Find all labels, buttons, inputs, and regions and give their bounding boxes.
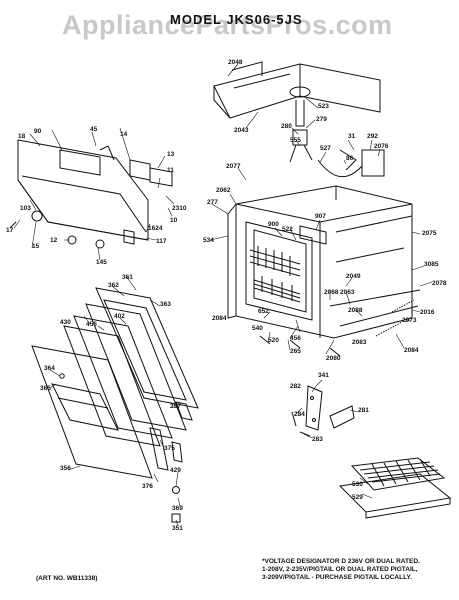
label-45: 45 [90, 126, 98, 133]
label-375: 375 [164, 445, 175, 452]
label-2073: 2073 [402, 317, 417, 324]
label-2068: 2068 [324, 289, 339, 296]
control-panel [9, 139, 173, 249]
label-117: 117 [156, 238, 167, 245]
label-2088: 2088 [348, 307, 363, 314]
label-527: 527 [320, 145, 331, 152]
oven-body [227, 185, 421, 357]
label-456: 456 [86, 321, 97, 328]
label-279: 279 [316, 116, 327, 123]
label-281: 281 [358, 407, 369, 414]
label-351: 351 [172, 525, 183, 532]
label-523: 523 [318, 103, 329, 110]
label-356: 356 [60, 465, 71, 472]
label-2083: 2083 [352, 339, 367, 346]
label-31: 31 [348, 133, 356, 140]
label-376: 376 [142, 483, 153, 490]
label-2078: 2078 [432, 280, 447, 287]
label-2076: 2076 [374, 143, 389, 150]
label-2080: 2080 [326, 355, 341, 362]
label-2063: 2063 [340, 289, 355, 296]
label-10: 10 [170, 217, 178, 224]
label-15: 15 [32, 243, 40, 250]
label-363: 363 [160, 301, 171, 308]
label-652: 652 [258, 308, 269, 315]
label-14: 14 [120, 131, 128, 138]
label-907: 907 [315, 213, 326, 220]
label-17: 17 [6, 227, 14, 234]
label-2048: 2048 [228, 59, 243, 66]
footnote-line-1: *VOLTAGE DESIGNATOR D 236V OR DUAL RATED… [262, 558, 420, 565]
label-2043: 2043 [234, 127, 249, 134]
label-900: 900 [268, 221, 279, 228]
label-90: 90 [34, 128, 42, 135]
label-265: 265 [290, 348, 301, 355]
label-555: 555 [290, 137, 301, 144]
label-365: 365 [40, 385, 51, 392]
top-vent-duct [213, 61, 381, 119]
label-364: 364 [44, 365, 55, 372]
label-86: 86 [346, 155, 354, 162]
label-456-rack: 456 [290, 335, 301, 342]
label-11: 11 [167, 167, 174, 174]
label-2084: 2084 [404, 347, 419, 354]
hinge-receiver-parts [291, 385, 355, 437]
label-361: 361 [122, 274, 133, 281]
label-522: 522 [282, 226, 293, 233]
label-13: 13 [167, 151, 175, 158]
label-402: 402 [114, 313, 125, 320]
terminal-block [317, 149, 385, 177]
label-18: 18 [18, 133, 26, 140]
oven-door [31, 287, 199, 523]
label-357: 357 [170, 403, 181, 410]
label-12: 12 [50, 237, 58, 244]
label-429: 429 [170, 467, 181, 474]
label-534: 534 [203, 237, 214, 244]
label-2049: 2049 [346, 273, 361, 280]
label-277: 277 [207, 199, 218, 206]
thermostat-cluster [289, 86, 313, 163]
label-430: 430 [60, 319, 71, 326]
label-2310: 2310 [172, 205, 187, 212]
label-1624: 1624 [148, 225, 163, 232]
label-292: 292 [367, 133, 378, 140]
voltage-footnote: *VOLTAGE DESIGNATOR D 236V OR DUAL RATED… [262, 558, 420, 582]
label-280: 280 [281, 123, 292, 130]
label-283: 283 [312, 436, 323, 443]
label-362: 362 [108, 282, 119, 289]
label-3085: 3085 [424, 261, 439, 268]
model-title: MODEL JKS06-5JS [170, 12, 303, 27]
label-103: 103 [20, 205, 31, 212]
art-number: (ART NO. WB11338) [36, 575, 98, 582]
label-529: 529 [352, 494, 363, 501]
label-540: 540 [252, 325, 263, 332]
label-530: 530 [352, 481, 363, 488]
watermark-text: AppliancePartsPros.com [62, 10, 393, 40]
label-284: 284 [294, 411, 305, 418]
label-2016: 2016 [420, 309, 435, 316]
label-2062: 2062 [216, 187, 231, 194]
leader-lines [13, 63, 433, 527]
label-2077: 2077 [226, 163, 241, 170]
label-520: 520 [268, 337, 279, 344]
label-341: 341 [318, 372, 329, 379]
label-2084-left: 2084 [212, 315, 227, 322]
label-2075: 2075 [422, 230, 437, 237]
broiler-pan [338, 457, 452, 519]
footnote-line-2: 1-208V, 2-235V/PIGTAIL OR DUAL RATED PIG… [262, 566, 418, 574]
label-369: 369 [172, 505, 183, 512]
label-282: 282 [290, 383, 301, 390]
footnote-line-3: 3-209V/PIGTAIL - PURCHASE PIGTAIL LOCALL… [262, 574, 412, 582]
label-145: 145 [96, 259, 107, 266]
